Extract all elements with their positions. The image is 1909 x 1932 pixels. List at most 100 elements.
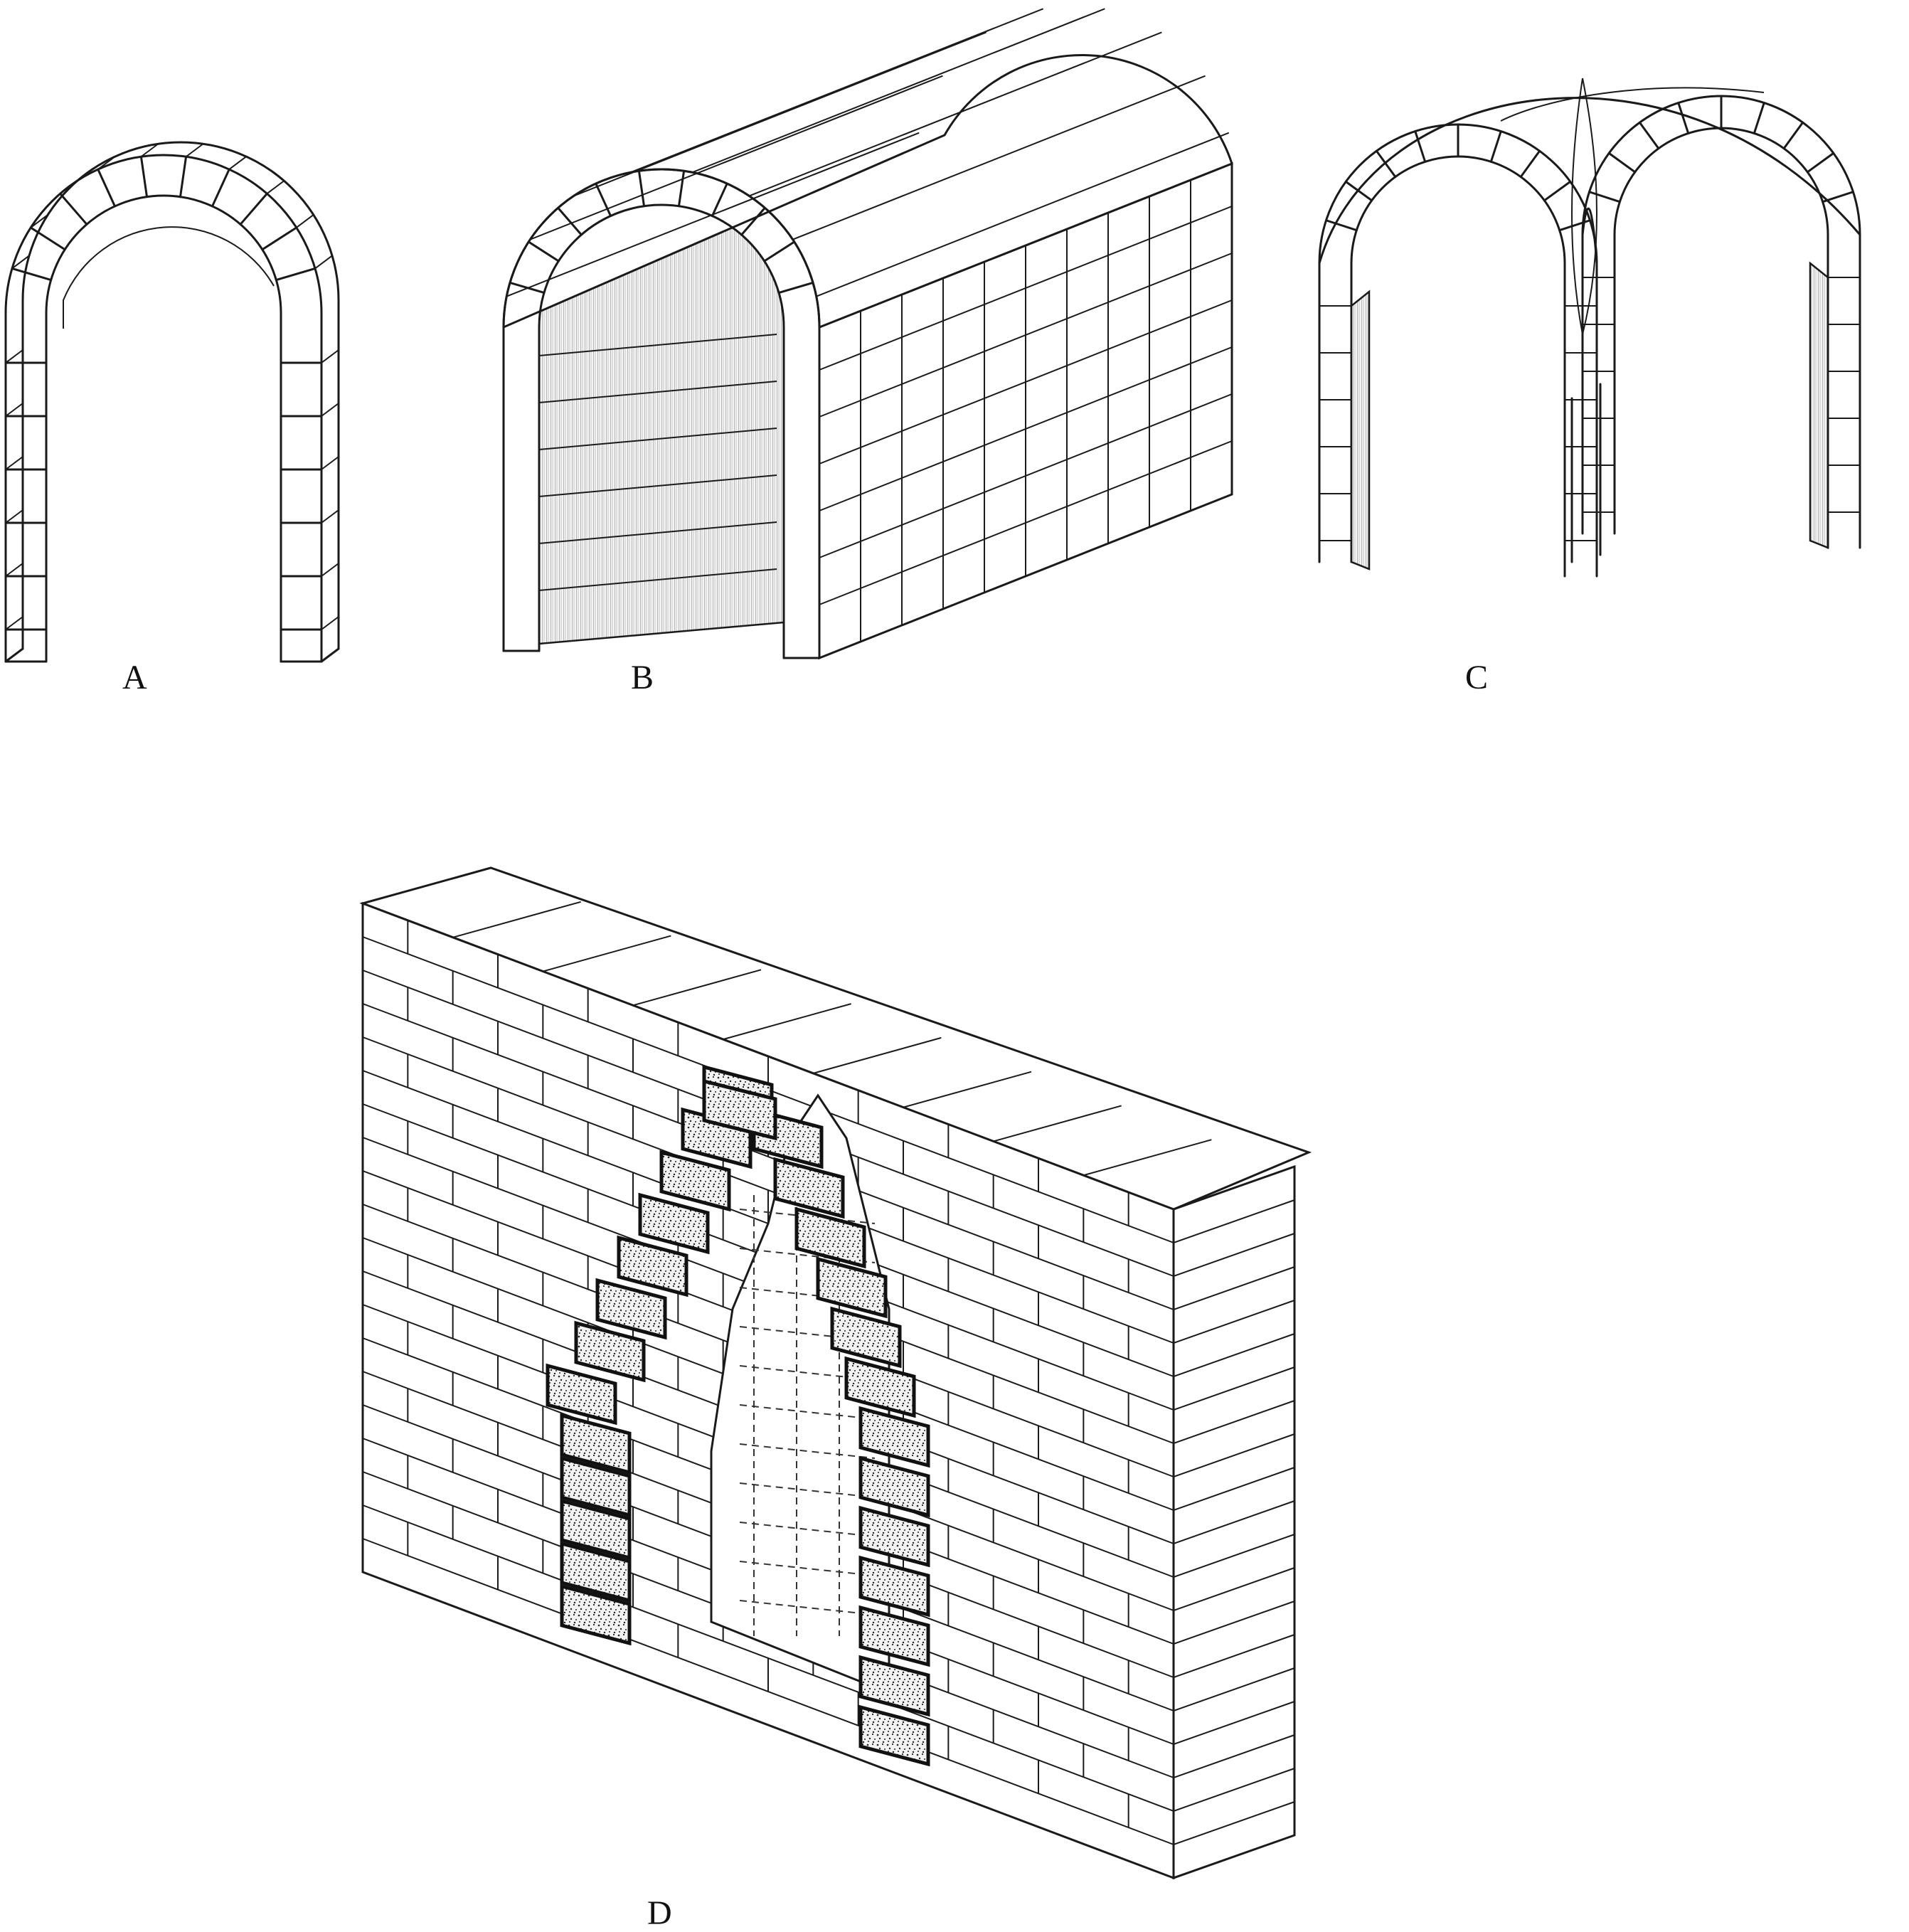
voussoir-joint <box>1558 219 1591 232</box>
corbel-stone-right <box>858 1505 930 1568</box>
roof-course <box>748 31 1162 197</box>
interior-course <box>538 521 777 544</box>
voussoir-joint <box>261 226 298 251</box>
voussoir-joint <box>1325 219 1358 232</box>
groin-diagonal <box>1571 78 1583 335</box>
groin-jamb-shade <box>1809 261 1829 549</box>
stone-joint <box>321 349 339 363</box>
stone-joint <box>321 563 339 577</box>
voussoir-depth <box>60 180 78 195</box>
corbel-stone-right <box>858 1704 930 1767</box>
voussoir-joint <box>239 192 268 225</box>
interior-course <box>538 334 777 356</box>
voussoir-joint <box>1782 121 1804 150</box>
voussoir-depth <box>97 156 116 170</box>
groin-left-arch-inner <box>1350 155 1566 578</box>
voussoir-joint <box>711 182 728 218</box>
end-course <box>1173 1500 1295 1544</box>
voussoir-joint <box>637 169 646 208</box>
voussoir-joint <box>11 267 53 282</box>
groin-jamb-shade <box>1350 290 1371 570</box>
stone-joint <box>5 563 23 577</box>
corbel-stone-right <box>844 1356 916 1418</box>
arch-a-outer-front <box>4 154 323 663</box>
voussoir-joint <box>557 206 583 236</box>
corbel-stone-left <box>617 1235 688 1297</box>
corbel-stone-left <box>638 1192 710 1255</box>
arch-a-foot-left-depth <box>4 647 24 663</box>
top-block-joint <box>452 901 581 938</box>
voussoir-joint <box>1753 102 1765 134</box>
label-c: C <box>1465 659 1488 696</box>
end-course <box>1173 1366 1295 1411</box>
interior-course <box>538 428 777 450</box>
hidden-back-course <box>739 1561 876 1576</box>
end-course <box>1173 1534 1295 1578</box>
end-course <box>1173 1801 1295 1845</box>
corbel-stone-left <box>560 1413 632 1475</box>
stone-joint <box>5 456 23 470</box>
voussoir-joint <box>1543 180 1572 202</box>
corbel-stone-right <box>794 1206 866 1269</box>
groin-ridge <box>1500 87 1765 122</box>
arch-a-inner-front <box>45 194 282 663</box>
groin-vault-c-drawing <box>1318 78 1861 578</box>
wall-course <box>819 440 1233 605</box>
corbel-stone-left <box>560 1498 632 1561</box>
voussoir-joint <box>1806 152 1835 174</box>
top-block-joint <box>903 1071 1032 1108</box>
corbel-stone-left <box>659 1150 731 1212</box>
top-block-joint <box>632 969 762 1007</box>
groin-crown <box>1318 97 1861 265</box>
voussoir-depth <box>30 214 48 228</box>
end-course <box>1173 1667 1295 1711</box>
voussoir-joint <box>763 240 796 262</box>
end-course <box>1173 1768 1295 1812</box>
corbel-stone-left <box>574 1320 646 1383</box>
groin-diagonal <box>1582 78 1597 335</box>
barrel-front-inner <box>538 203 785 659</box>
stone-joint <box>321 456 339 470</box>
roof-course <box>792 75 1206 240</box>
top-block-joint <box>723 1003 851 1041</box>
wall-course <box>819 299 1233 465</box>
voussoir-joint <box>1677 102 1690 134</box>
interior-course <box>538 381 777 403</box>
voussoir-depth <box>228 156 247 170</box>
corbel-stone-right <box>858 1406 930 1468</box>
voussoir-joint <box>677 169 686 208</box>
top-block-joint <box>813 1036 942 1074</box>
voussoir-joint <box>1489 130 1502 163</box>
corbel-stone-left <box>560 1583 632 1646</box>
voussoir-depth <box>296 214 314 228</box>
end-course <box>1173 1567 1295 1611</box>
voussoir-joint <box>97 168 116 208</box>
corbel-stone-right <box>858 1655 930 1717</box>
voussoir-joint <box>527 240 560 262</box>
end-course <box>1173 1701 1295 1745</box>
top-block-joint <box>993 1105 1122 1142</box>
arch-a-drawing <box>4 141 340 663</box>
stone-joint <box>321 403 339 417</box>
corbel-stone-left <box>560 1455 632 1518</box>
voussoir-joint <box>1375 149 1397 179</box>
label-d: D <box>647 1894 672 1932</box>
roof-course <box>630 8 1044 174</box>
stone-joint <box>5 616 23 630</box>
end-course <box>1173 1266 1295 1310</box>
stone-joint <box>5 509 23 524</box>
end-course <box>1173 1400 1295 1444</box>
voussoir-depth <box>11 255 30 270</box>
voussoir-joint <box>1588 191 1621 203</box>
voussoir-joint <box>1519 149 1541 179</box>
interior-course <box>538 474 777 497</box>
wall-course <box>819 346 1233 511</box>
wall-course <box>819 393 1233 558</box>
corbel-stone-left <box>560 1541 632 1603</box>
stone-joint <box>321 616 339 630</box>
voussoir-joint <box>1607 152 1637 174</box>
voussoir-joint <box>139 155 149 198</box>
voussoir-joint <box>59 192 88 225</box>
stone-joint <box>5 349 23 363</box>
roof-course <box>506 132 920 297</box>
